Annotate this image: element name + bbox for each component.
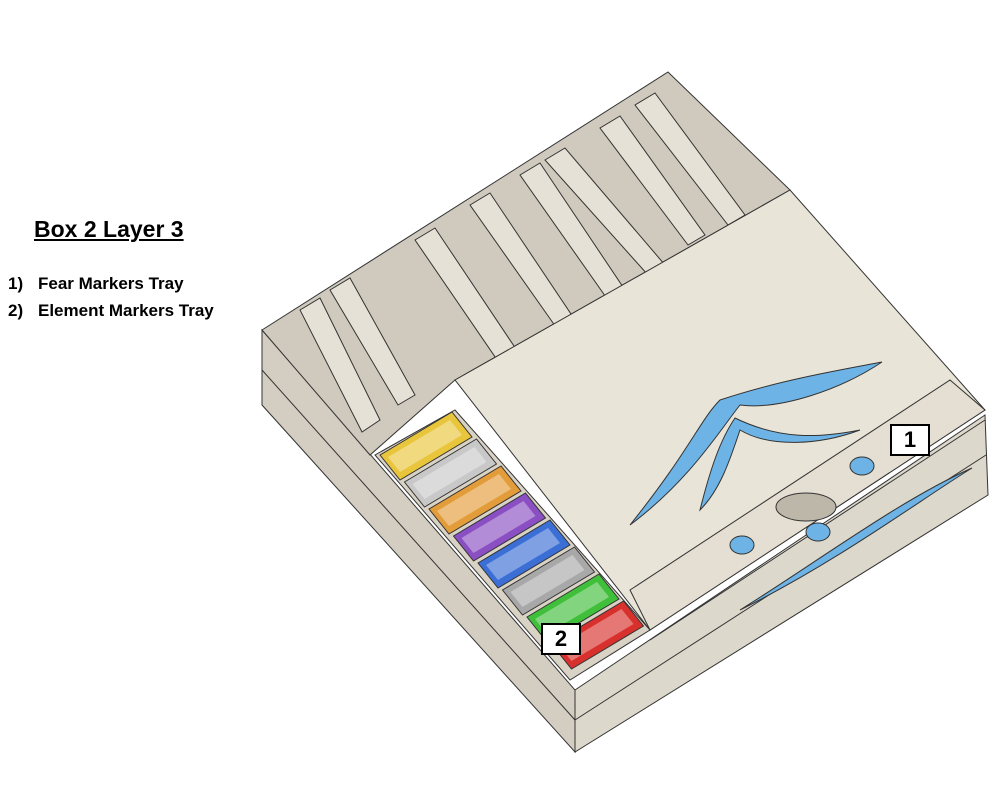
element-tray-6 [501, 546, 596, 616]
streak-inlay [739, 467, 973, 611]
callout-2: 2 [541, 623, 581, 655]
legend-number: 2) [8, 301, 24, 320]
legend-label: Fear Markers Tray [38, 274, 184, 293]
tray-well [486, 528, 560, 580]
diagram-title: Box 2 Layer 3 [34, 216, 184, 242]
tray-well [437, 474, 511, 526]
compartment-dividers [299, 92, 746, 433]
tray-well [388, 420, 462, 472]
element-icon [729, 535, 755, 555]
wing-inlay [629, 361, 883, 526]
element-icon [805, 522, 831, 542]
element-tray-1 [379, 411, 473, 481]
legend-item-1: 1) Fear Markers Tray [8, 270, 214, 297]
finger-hole [775, 492, 837, 522]
element-icon [849, 456, 875, 476]
element-tray-5 [477, 519, 571, 589]
element-tray-2 [403, 438, 498, 508]
callout-1: 1 [890, 424, 930, 456]
legend-item-2: 2) Element Markers Tray [8, 297, 214, 324]
wing-inlay-2 [699, 417, 861, 512]
legend: 1) Fear Markers Tray 2) Element Markers Tr… [8, 270, 214, 324]
element-tray-3 [428, 465, 522, 535]
legend-label: Element Markers Tray [38, 301, 214, 320]
tray-well [535, 582, 609, 634]
legend-number: 1) [8, 274, 24, 293]
element-tray-4 [452, 492, 547, 562]
tray-well [461, 501, 536, 553]
tray-well [510, 555, 585, 607]
tray-well [412, 447, 487, 499]
